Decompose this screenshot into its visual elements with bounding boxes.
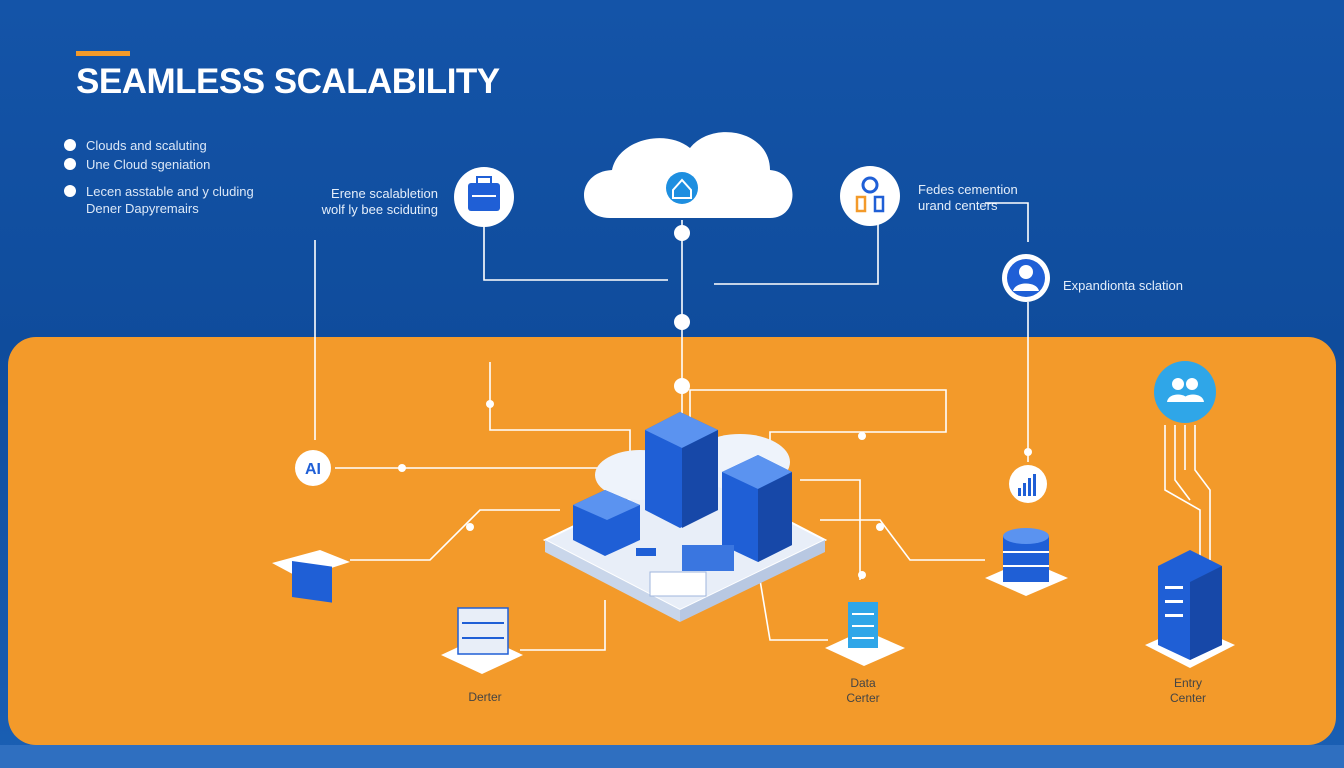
page-title: SEAMLESS SCALABILITY xyxy=(76,62,500,101)
group-rack-line-2 xyxy=(1174,425,1191,501)
group-rack-line xyxy=(1164,425,1201,560)
bullet-text: Une Cloud sgeniation xyxy=(86,157,211,172)
bullet-dot xyxy=(64,185,76,197)
server-rack-icon xyxy=(1145,550,1235,668)
building-tall xyxy=(645,412,718,528)
data-center-icon xyxy=(825,602,905,666)
briefcase-icon xyxy=(454,167,514,227)
bullet-item-2: Une Cloud sgeniation xyxy=(64,156,210,173)
node-dot xyxy=(398,464,406,472)
node-dot xyxy=(876,523,884,531)
data-center-line-2 xyxy=(800,479,861,580)
bullet-text: Lecen asstable and y cluding Dener Dapyr… xyxy=(86,184,254,216)
bullet-dot xyxy=(64,158,76,170)
title-accent-bar xyxy=(76,51,130,56)
connector-icon xyxy=(840,166,900,226)
node-dot xyxy=(858,432,866,440)
database-line xyxy=(820,519,985,561)
node-dot xyxy=(674,314,690,330)
user-icon xyxy=(1002,254,1050,302)
laptop-icon xyxy=(272,550,350,603)
ai-icon: AI xyxy=(295,450,331,486)
chip-block xyxy=(636,548,656,556)
node-dot xyxy=(486,400,494,408)
entry-center-label: Entry Center xyxy=(1169,676,1207,705)
inner-right-line xyxy=(689,389,947,470)
bottom-strip xyxy=(0,745,1344,768)
connector-dots xyxy=(398,225,1032,579)
building-left xyxy=(573,490,640,556)
group-rack-line-4 xyxy=(1194,425,1211,560)
expand-label: Expandionta sclation xyxy=(1063,278,1183,293)
data-center-line xyxy=(759,579,828,641)
connector-lines xyxy=(314,202,1211,651)
right-callout-label: Fedes cemention urand centers xyxy=(918,182,1018,213)
node-dot xyxy=(858,571,866,579)
building-right xyxy=(722,455,792,562)
node-dot xyxy=(1024,448,1032,456)
laptop-line xyxy=(350,509,560,561)
left-callout-label: Erene scalabletion wolf ly bee sciduting xyxy=(321,186,438,217)
node-dot xyxy=(466,523,474,531)
bullet-text: Clouds and scaluting xyxy=(86,138,207,153)
left-branch-line xyxy=(483,224,668,281)
bar-chart-icon xyxy=(1009,465,1047,503)
cloud-home-icon xyxy=(666,172,698,204)
svg-text:AI: AI xyxy=(305,461,321,478)
panel-block xyxy=(649,571,707,597)
group-icon xyxy=(1154,361,1216,423)
bullet-item-1: Clouds and scaluting xyxy=(64,137,207,154)
database-icon xyxy=(985,528,1068,596)
node-dot xyxy=(674,225,690,241)
bullet-dot xyxy=(64,139,76,151)
callout-line xyxy=(985,202,1029,242)
server-line xyxy=(520,600,606,651)
inner-left-line xyxy=(489,362,631,460)
cloud-icon xyxy=(583,132,793,218)
bullet-item-3: Lecen asstable and y cluding Dener Dapyr… xyxy=(64,183,254,217)
node-dot xyxy=(674,378,690,394)
server-label: Derter xyxy=(468,690,502,704)
right-branch-line xyxy=(714,224,879,285)
server-block xyxy=(682,545,734,571)
data-center-label: Data Certer xyxy=(846,676,880,705)
server-stack-icon xyxy=(441,607,523,674)
